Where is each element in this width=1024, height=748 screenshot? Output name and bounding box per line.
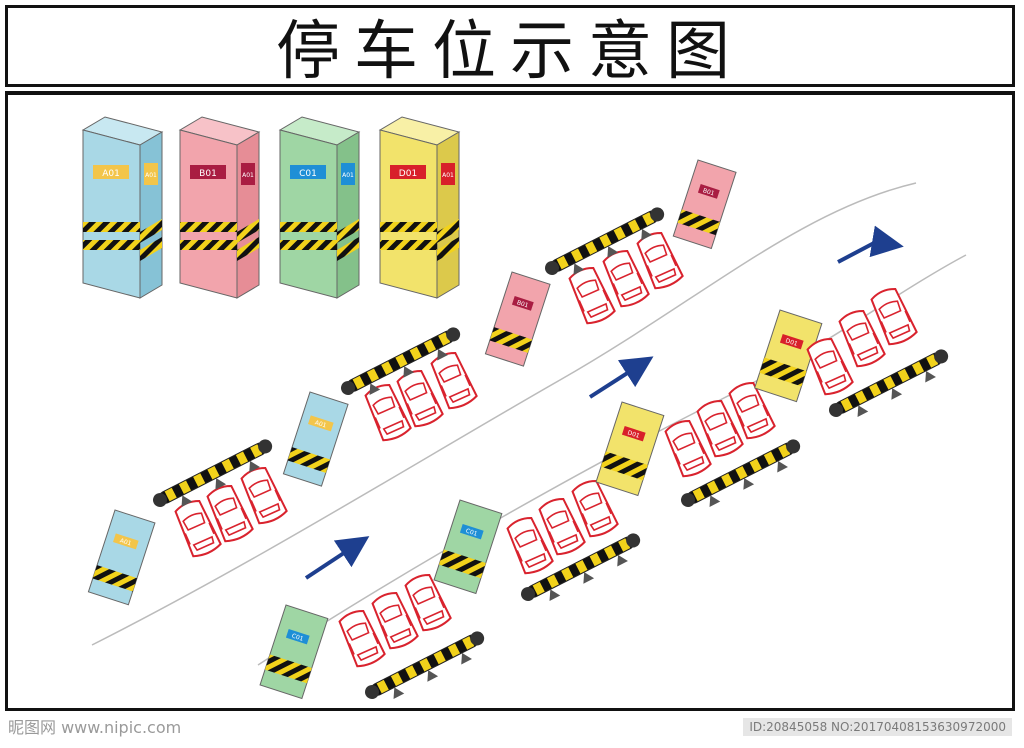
legend-pillar-a01: A01 A01	[81, 116, 164, 299]
page-title: 停车位示意图	[276, 15, 744, 89]
legend-code-a01: A01	[102, 169, 120, 179]
direction-arrow-3	[837, 225, 904, 264]
legend-pillar-c01: C01 A01	[278, 116, 361, 299]
legend-pillar-d01: D01 A01	[378, 116, 461, 299]
pillar-lower-3: D01	[595, 401, 665, 497]
direction-arrow-2	[588, 356, 654, 399]
direction-arrow-1	[304, 536, 370, 580]
diagram-frame	[5, 91, 1015, 711]
pillar-code-upper-1: A01	[119, 537, 133, 547]
pillar-code-upper-2: A01	[314, 419, 328, 429]
legend-code-b01: B01	[199, 169, 217, 179]
pillar-code-lower-4: D01	[785, 337, 799, 348]
watermark-id: ID:20845058 NO:20170408153630972000	[743, 718, 1012, 736]
legend-side-a01: A01	[145, 172, 157, 179]
pillar-code-upper-4: B01	[702, 187, 716, 197]
legend-side-c01: A01	[342, 172, 354, 179]
pillar-code-lower-2: C01	[465, 527, 479, 537]
watermark-site: 昵图网 www.nipic.com	[8, 718, 182, 737]
pillar-code-lower-1: C01	[291, 632, 305, 642]
pillar-upper-1: A01	[87, 509, 156, 606]
title-box: 停车位示意图	[5, 5, 1015, 89]
pillar-upper-4: B01	[672, 159, 737, 250]
pillar-lower-1: C01	[259, 604, 329, 700]
pillar-upper-2: A01	[282, 391, 349, 487]
legend-code-d01: D01	[399, 169, 417, 179]
pillar-lower-2: C01	[433, 499, 503, 595]
road-edge-upper	[91, 182, 917, 646]
pillar-code-lower-3: D01	[627, 429, 641, 440]
pillar-lower-4: D01	[754, 309, 823, 403]
legend-side-d01: A01	[442, 172, 454, 179]
legend-code-c01: C01	[299, 169, 317, 179]
legend-side-b01: A01	[242, 172, 254, 179]
pillar-upper-3: B01	[484, 271, 551, 367]
pillar-code-upper-3: B01	[516, 299, 530, 309]
barrier-lower-1	[362, 628, 492, 710]
legend-pillar-b01: B01 A01	[178, 116, 261, 299]
car-slot-lower-4a	[803, 334, 855, 398]
